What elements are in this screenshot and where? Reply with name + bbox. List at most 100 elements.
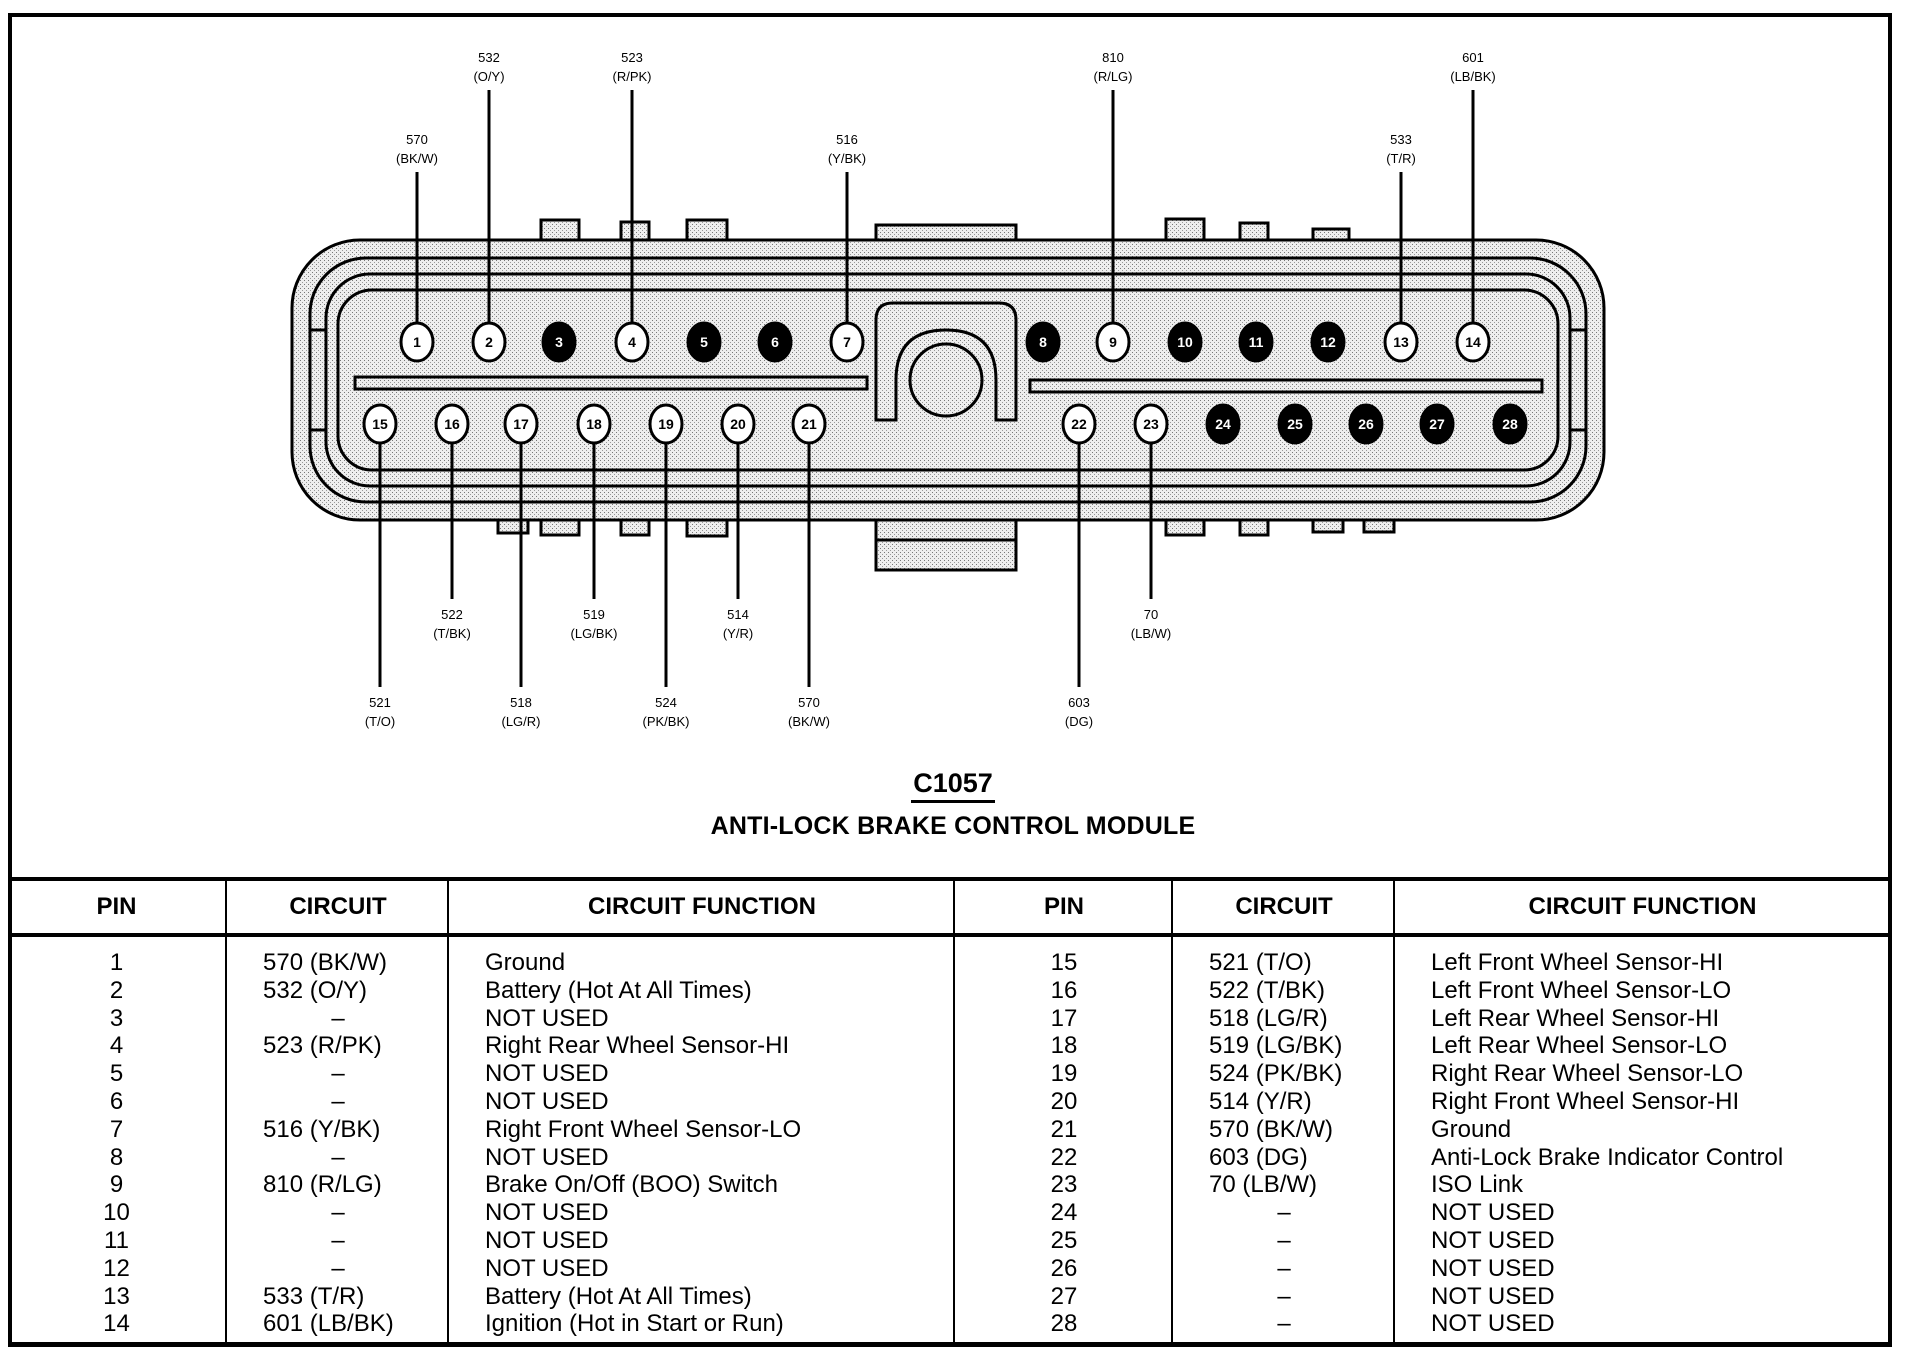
table-cell-function: Ignition (Hot in Start or Run): [485, 1310, 784, 1338]
table-cell-pin: 26: [1050, 1254, 1078, 1282]
pin-number: 7: [843, 334, 851, 350]
table-cell-circuit: –: [331, 1199, 345, 1227]
wire-color: (PK/BK): [642, 714, 690, 729]
pin-18: 18: [576, 403, 612, 445]
wire-label-pin-4: 523(R/PK): [572, 48, 692, 86]
table-cell-function: NOT USED: [1431, 1199, 1555, 1227]
wire-color: (Y/R): [722, 626, 754, 641]
wire-color: (T/R): [1386, 151, 1416, 166]
pin-number: 17: [513, 416, 529, 432]
wire-color: (R/PK): [612, 69, 652, 84]
table-cell-function: NOT USED: [485, 1087, 609, 1115]
pin-number: 11: [1249, 334, 1264, 350]
table-cell-function: Right Rear Wheel Sensor-LO: [1431, 1060, 1744, 1088]
wire-label-pin-15: 521(T/O): [320, 693, 440, 731]
wire-label-pin-23: 70(LB/W): [1091, 605, 1211, 643]
table-cell-pin: 18: [1050, 1032, 1078, 1060]
circuit-number: 519: [583, 607, 605, 622]
table-cell-circuit: 570 (BK/W): [1209, 1115, 1334, 1143]
pin-20: 20: [720, 403, 756, 445]
pin-24: 24: [1205, 403, 1241, 445]
wire-label-pin-19: 524 (PK/BK): [606, 693, 726, 731]
col-function-right: CIRCUIT FUNCTION Left Front Wheel Sensor…: [1393, 881, 1890, 1343]
table-cell-function: Anti-Lock Brake Indicator Control: [1431, 1143, 1784, 1171]
table-cell-circuit: –: [331, 1004, 345, 1032]
table-cell-function: NOT USED: [485, 1143, 609, 1171]
wire-label-pin-13: 533 (T/R): [1341, 130, 1461, 168]
table-cell-circuit: –: [1277, 1254, 1291, 1282]
table-cell-circuit: 522 (T/BK): [1209, 976, 1326, 1004]
pin-number: 2: [485, 334, 493, 350]
pin-number: 20: [730, 416, 746, 432]
table-cell-pin: 1: [109, 949, 124, 976]
table-cell-pin: 17: [1050, 1004, 1078, 1032]
table-cell-circuit: –: [1277, 1310, 1291, 1338]
table-cell-circuit: 518 (LG/R): [1209, 1004, 1328, 1032]
circuit-number: 570: [406, 132, 428, 147]
pin-number: 23: [1143, 416, 1159, 432]
pin-number: 12: [1320, 334, 1336, 350]
table-cell-function: Battery (Hot At All Times): [485, 976, 752, 1004]
pin-16: 16: [434, 403, 470, 445]
table-cell-function: Left Rear Wheel Sensor-HI: [1431, 1004, 1720, 1032]
wire-color: (BK/W): [788, 714, 830, 729]
pin-25: 25: [1277, 403, 1313, 445]
table-cell-pin: 19: [1050, 1060, 1078, 1088]
header-circuit-function: CIRCUIT FUNCTION: [1528, 893, 1757, 920]
header-circuit: CIRCUIT: [289, 893, 387, 920]
pin-10: 10: [1167, 321, 1203, 363]
wire-color: (LB/BK): [1450, 69, 1496, 84]
table-cell-circuit: 603 (DG): [1209, 1143, 1308, 1171]
connector-id: C1057: [911, 768, 995, 803]
table-cell-function: Left Rear Wheel Sensor-LO: [1431, 1032, 1728, 1060]
wire-color: (R/LG): [1093, 69, 1133, 84]
table-cell-pin: 4: [109, 1032, 124, 1060]
header-pin: PIN: [1043, 893, 1084, 920]
wire-label-pin-14: 601 (LB/BK): [1413, 48, 1533, 86]
table-cell-pin: 9: [109, 1171, 124, 1199]
table-cell-function: Ground: [1431, 1115, 1512, 1143]
pin-23: 23: [1133, 403, 1169, 445]
wire-color: (O/Y): [473, 69, 505, 84]
table-cell-pin: 13: [103, 1282, 130, 1310]
pin-number: 13: [1393, 334, 1409, 350]
table-cell-circuit: 533 (T/R): [263, 1282, 365, 1310]
wire-color: (LB/W): [1130, 626, 1172, 641]
wire-label-pin-20: 514(Y/R): [678, 605, 798, 643]
pin-number: 18: [586, 416, 602, 432]
table-cell-pin: 12: [103, 1254, 130, 1282]
pin-2: 2: [471, 321, 507, 363]
table-cell-pin: 10: [103, 1199, 130, 1227]
pin-number: 15: [372, 416, 388, 432]
pin-13: 13: [1383, 321, 1419, 363]
table-cell-function: NOT USED: [485, 1226, 609, 1254]
circuit-number: 532: [478, 50, 500, 65]
circuit-number: 521: [369, 695, 391, 710]
circuit-number: 601: [1462, 50, 1484, 65]
table-cell-function: Right Front Wheel Sensor-LO: [485, 1115, 802, 1143]
pin-4: 4: [614, 321, 650, 363]
wire-label-pin-7: 516(Y/BK): [787, 130, 907, 168]
table-cell-pin: 16: [1050, 976, 1078, 1004]
table-cell-pin: 27: [1050, 1282, 1078, 1310]
pin-15: 15: [362, 403, 398, 445]
wire-color: (DG): [1064, 714, 1094, 729]
table-cell-function: Left Front Wheel Sensor-HI: [1431, 949, 1724, 976]
circuit-number: 570: [798, 695, 820, 710]
pin-number: 24: [1215, 416, 1231, 432]
table-cell-circuit: 570 (BK/W): [263, 949, 388, 976]
table-cell-pin: 24: [1050, 1199, 1078, 1227]
pin-number: 3: [555, 334, 563, 350]
table-cell-pin: 20: [1050, 1087, 1078, 1115]
table-cell-pin: 3: [109, 1004, 124, 1032]
circuit-number: 533: [1390, 132, 1412, 147]
table-cell-function: NOT USED: [1431, 1226, 1555, 1254]
circuit-number: 524: [655, 695, 677, 710]
pin-17: 17: [503, 403, 539, 445]
pin-number: 8: [1039, 334, 1047, 350]
pin-21: 21: [791, 403, 827, 445]
table-cell-pin: 2: [109, 976, 124, 1004]
